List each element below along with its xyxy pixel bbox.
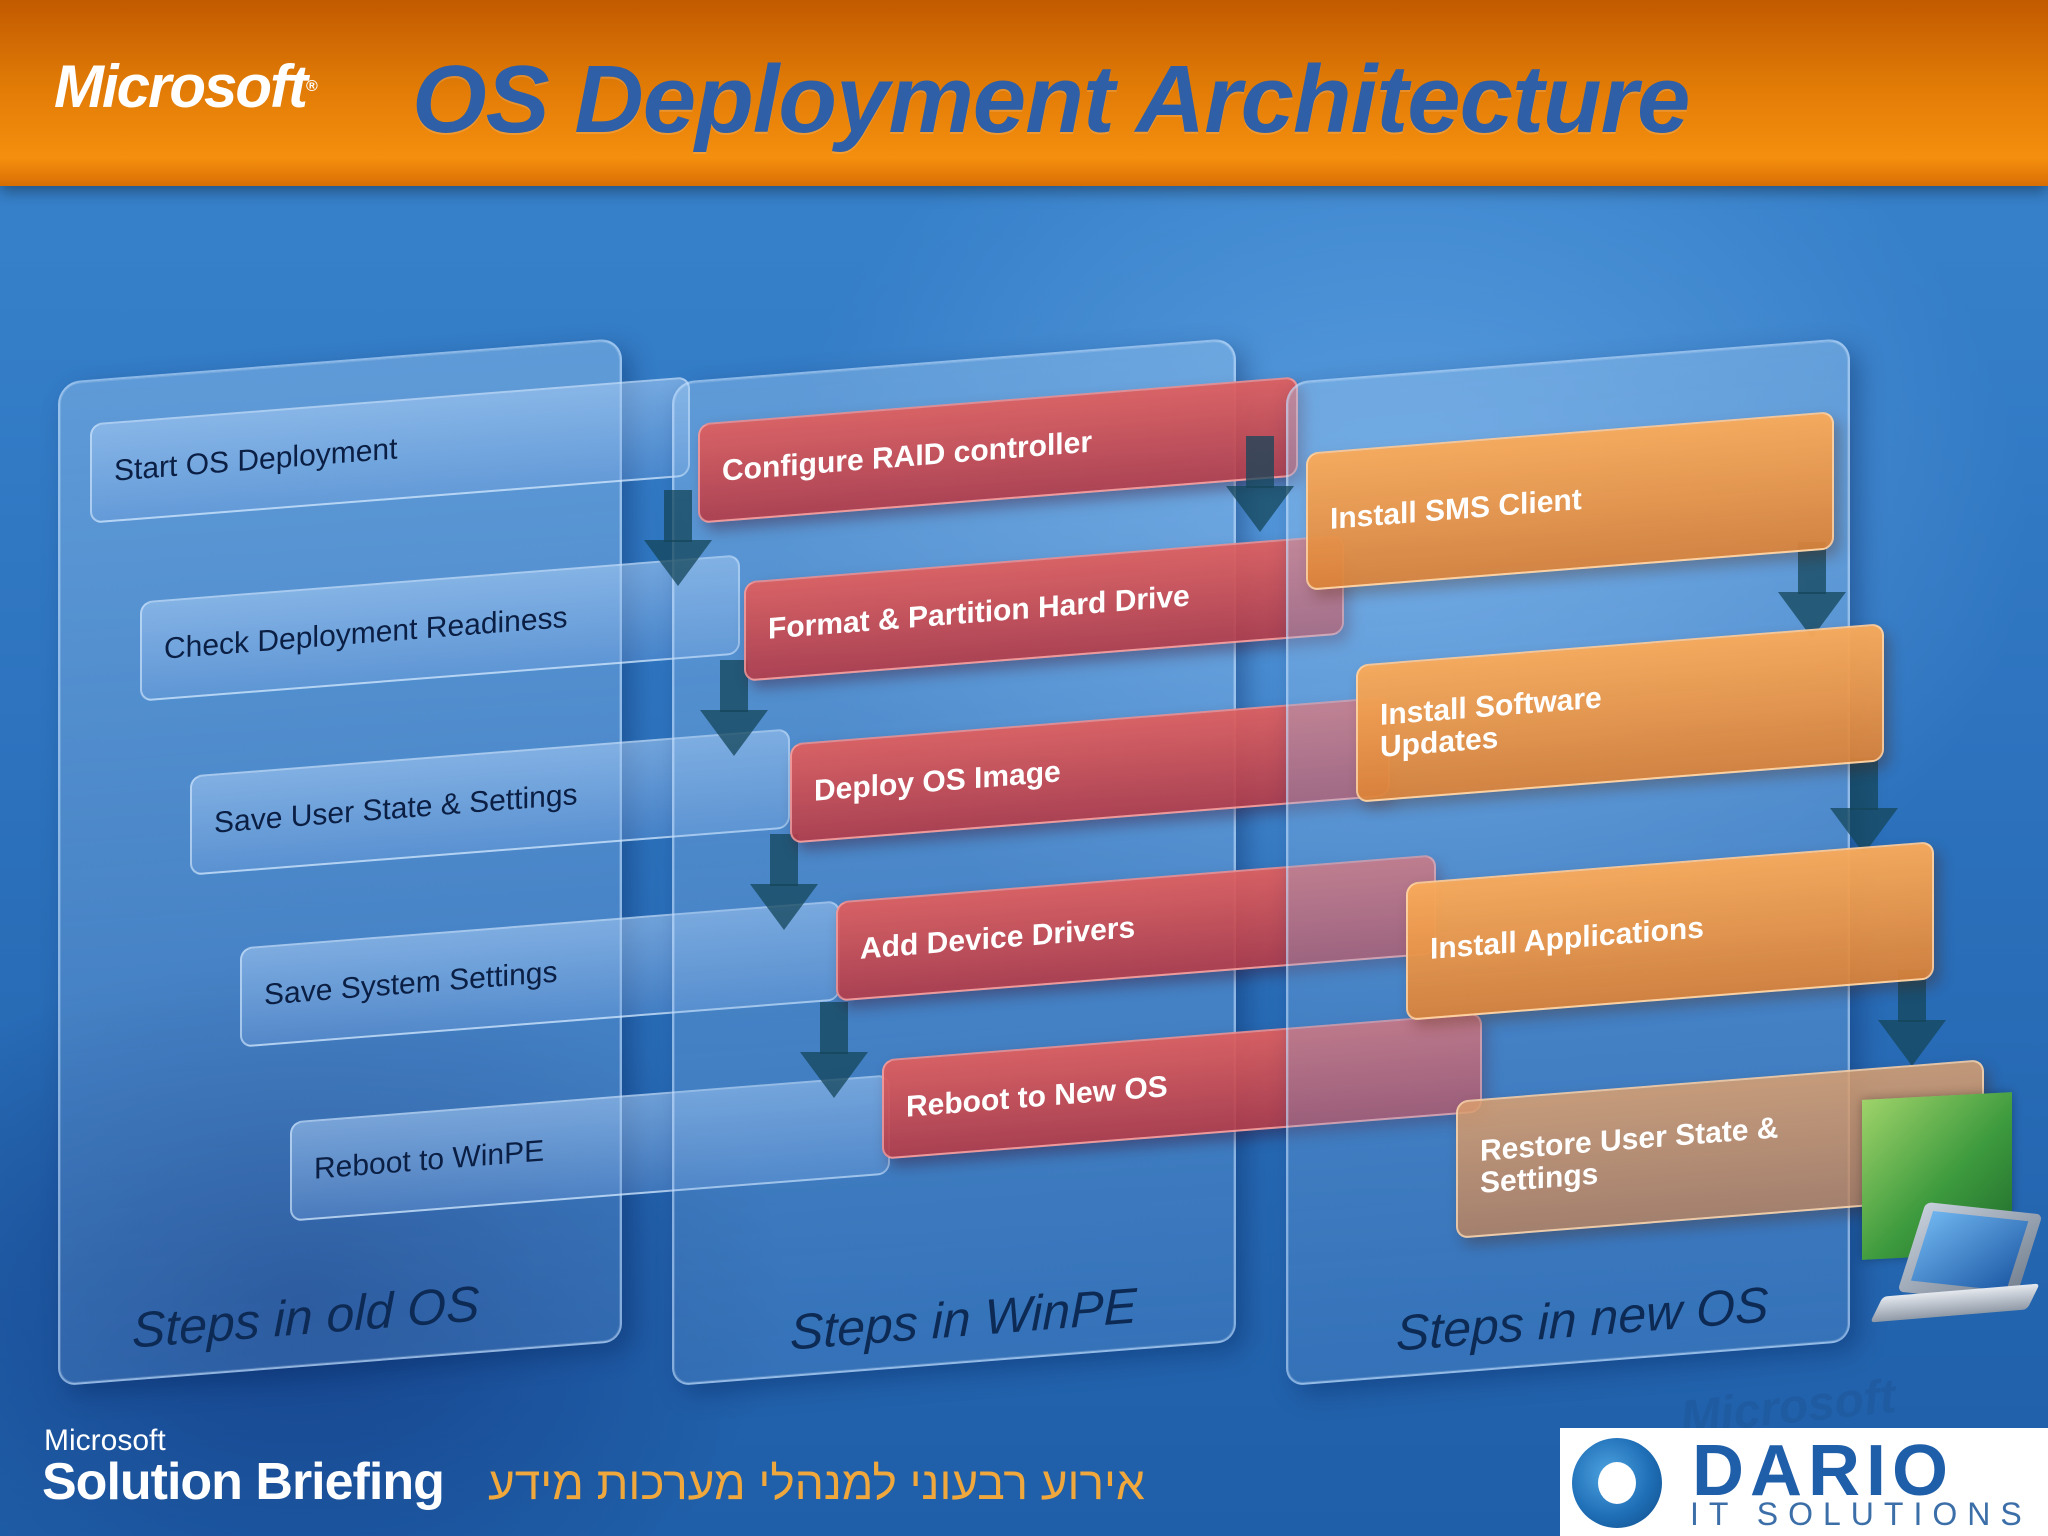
slide-title: OS Deployment Architecture: [412, 46, 1690, 153]
microsoft-logo: Microsoft®: [54, 53, 318, 120]
down-arrow-icon: [700, 660, 768, 756]
dario-subtitle: IT SOLUTIONS: [1690, 1496, 2032, 1532]
down-arrow-icon: [750, 834, 818, 930]
solution-briefing-small: Microsoft: [44, 1424, 166, 1457]
solution-briefing-logo: Solution Briefing: [42, 1453, 445, 1511]
dario-logo: DARIO IT SOLUTIONS: [1560, 1428, 2048, 1536]
dario-name: DARIO: [1692, 1431, 1954, 1511]
dario-mark-icon: [1572, 1438, 1662, 1528]
hebrew-tagline: אירוע רבעוני למנהלי מערכות מידע: [488, 1457, 1145, 1509]
header-bar: Microsoft® OS Deployment Architecture: [0, 0, 2048, 186]
down-arrow-icon: [1226, 436, 1294, 532]
down-arrow-icon: [800, 1002, 868, 1098]
down-arrow-icon: [644, 490, 712, 586]
down-arrow-icon: [1878, 970, 1946, 1066]
